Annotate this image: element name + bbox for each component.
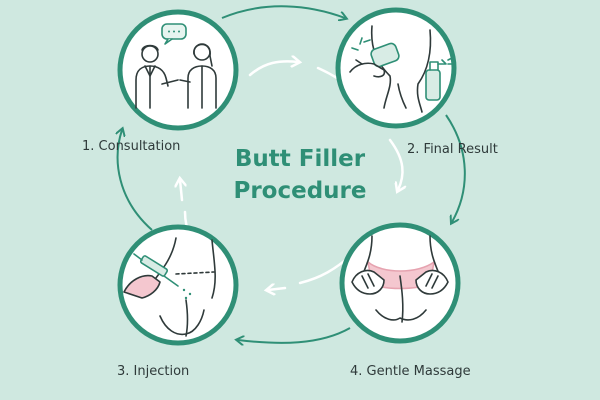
cleaning-result-icon — [349, 25, 454, 113]
cycle-arrow-right — [445, 114, 466, 222]
inner-arrow-left-up — [180, 180, 182, 202]
doctor-consultation-icon — [135, 23, 217, 109]
step-label-consultation: 1. Consultation — [82, 139, 181, 154]
cycle-arrow-top — [221, 5, 345, 18]
title-line-2: Procedure — [233, 178, 367, 204]
cycle-arrow-left — [118, 130, 153, 231]
step-massage-circle — [339, 222, 461, 344]
step-label-final-result: 2. Final Result — [407, 142, 498, 157]
inner-arrow-right — [388, 138, 403, 190]
step-label-gentle-massage: 4. Gentle Massage — [350, 364, 471, 379]
step-final-result-circle — [335, 7, 457, 129]
step-label-injection: 3. Injection — [117, 364, 190, 379]
step-consultation-circle — [117, 9, 239, 131]
title-line-1: Butt Filler — [234, 146, 366, 172]
inner-arrow-bottom — [268, 288, 287, 290]
inner-arrow-top — [248, 61, 298, 77]
cycle-arrow-bottom — [238, 327, 351, 343]
syringe-injection-icon — [123, 237, 216, 337]
step-injection-circle — [117, 224, 239, 346]
diagram-title: Butt Filler Procedure — [205, 143, 395, 207]
massage-hands-icon — [351, 235, 449, 323]
